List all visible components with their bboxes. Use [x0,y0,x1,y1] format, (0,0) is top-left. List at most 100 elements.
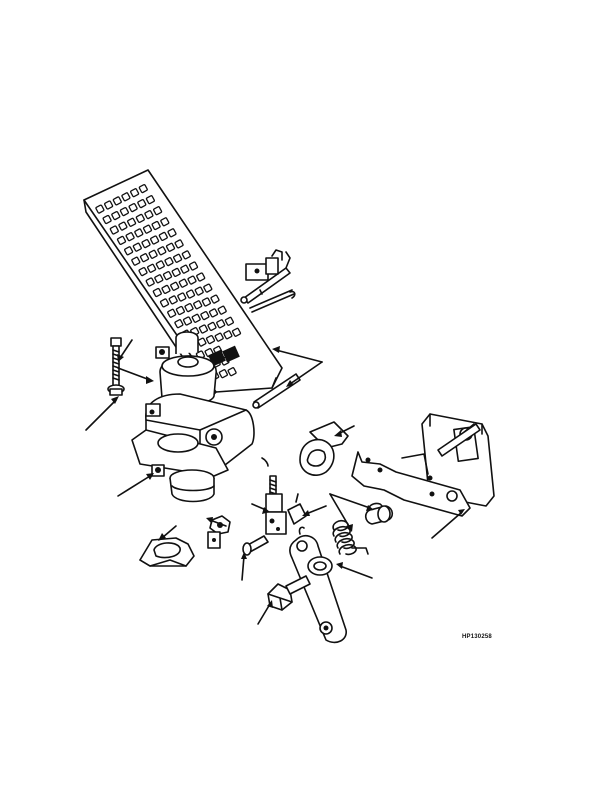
speed-nut-upper [155,346,170,359]
tread-hole [170,281,180,291]
speed-nut-lower [151,464,165,477]
tread-hole [151,220,161,231]
tread-hole [177,292,187,302]
tread-hole [130,188,140,198]
tread-hole [154,274,164,284]
tread-hole [121,192,131,202]
tread-hole [210,294,220,304]
tread-hole [128,203,138,213]
tread-hole [127,217,137,227]
tread-hole [224,316,234,326]
lever-bolt [267,575,311,611]
pedal-stop-bracket [139,537,195,567]
tread-hole [159,298,170,308]
tread-hole [168,295,178,305]
tread-hole [208,308,219,318]
pedal-hinge-pin [240,267,291,304]
pedal-hinge-housing [131,331,269,503]
spacer-bushing [364,505,394,525]
tread-hole [124,246,134,256]
tread-hole [160,217,170,227]
tread-hole [185,289,196,299]
tread-hole [174,239,184,249]
bellcrank-lever [289,526,347,644]
tread-hole [164,257,174,267]
tread-hole [227,367,237,377]
tread-hole [153,206,163,216]
tread-hole [167,228,177,238]
tread-hole [181,250,191,260]
tread-hole [145,195,155,205]
tread-hole [116,235,127,245]
clevis-rod [249,289,296,313]
tread-hole [193,300,203,310]
tread-hole [95,204,105,214]
mounting-bolt [107,337,125,396]
tread-hole [137,199,147,209]
clevis-pin [242,535,269,556]
tread-hole [138,184,148,194]
tread-hole [174,319,184,329]
tread-hole [207,321,217,331]
tread-hole [173,253,183,263]
tread-hole [198,324,208,334]
tread-hole [231,327,242,337]
tread-hole [112,196,122,206]
tread-hole [148,249,158,259]
tread-hole [144,210,154,220]
tread-hole [188,261,199,271]
tread-hole [194,286,204,296]
pivot-shaft [437,423,481,457]
linkage-clip [287,493,307,525]
tread-hole [135,213,145,223]
tread-hole [139,253,150,263]
clip-bracket [299,421,349,476]
tread-hole [197,337,207,347]
pedal-pivot-pin [252,373,301,409]
mounting-strap [351,451,471,517]
tread-hole [109,225,119,235]
tread-hole [150,235,160,245]
tread-hole [145,277,155,287]
tread-hole [180,264,190,274]
tread-hole [158,231,168,241]
tread-hole [191,313,201,323]
tread-hole [141,239,151,249]
tread-hole [175,305,185,316]
tread-hole [223,330,233,340]
tread-hole [104,200,114,210]
tread-hole [216,319,226,329]
tread-hole [200,311,210,321]
tread-hole [134,228,144,238]
tread-hole [171,267,181,277]
tread-hole [165,242,176,252]
tread-hole [203,283,213,293]
tread-hole [218,369,228,379]
tread-hole [102,214,112,225]
tread-hole [217,305,227,315]
tread-hole [187,275,197,285]
linkage-rod [265,475,287,535]
retainer-clip-bracket [245,249,291,281]
tread-hole [132,242,142,252]
tread-hole [161,284,171,294]
washer [207,531,221,549]
tread-hole [214,332,224,342]
tread-hole [147,263,157,273]
tread-hole [125,232,135,242]
tread-hole [167,308,177,318]
tread-hole [182,316,193,326]
pedal-pad [83,169,283,399]
tread-hole [118,221,128,231]
tread-hole [138,267,148,277]
tread-hole [131,256,141,266]
figure-reference-code: HP130258 [462,634,492,640]
tread-hole [184,303,194,313]
tread-hole [142,224,153,234]
tread-hole [178,278,188,288]
tread-hole [119,207,129,217]
leader-lines [85,339,465,625]
tread-hole [152,287,162,298]
tread-hole [157,246,167,256]
